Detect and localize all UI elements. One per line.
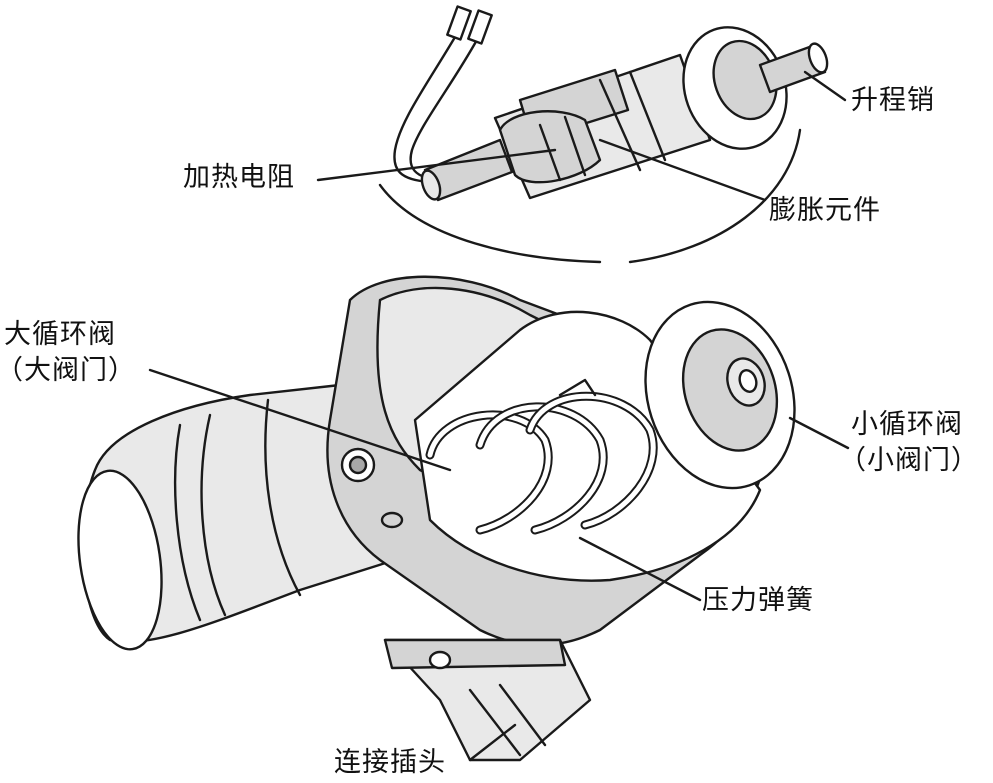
label-small-valve: 小循环阀 （小阀门） bbox=[839, 409, 979, 476]
label-expansion-element-text: 膨胀元件 bbox=[769, 195, 881, 226]
leader-expansion-element bbox=[598, 138, 767, 202]
label-lift-pin-text: 升程销 bbox=[851, 85, 935, 116]
leader-lift-pin bbox=[803, 70, 847, 102]
leader-lines bbox=[148, 70, 850, 762]
label-small-valve-line2: （小阀门） bbox=[839, 445, 979, 476]
label-small-valve-line1: 小循环阀 bbox=[851, 409, 963, 440]
label-large-valve-line2: （大阀门） bbox=[0, 355, 136, 386]
label-heating-resistor: 加热电阻 bbox=[183, 163, 295, 193]
label-pressure-spring: 压力弹簧 bbox=[702, 586, 814, 616]
label-lift-pin: 升程销 bbox=[851, 86, 935, 116]
pressure-spring bbox=[425, 378, 658, 535]
label-heating-resistor-text: 加热电阻 bbox=[183, 162, 295, 193]
leader-large-valve bbox=[148, 368, 452, 472]
leader-connector-plug bbox=[468, 723, 517, 762]
detail-expansion-assembly bbox=[378, 5, 829, 264]
small-valve-disc bbox=[644, 300, 796, 490]
connector-plug bbox=[383, 638, 592, 762]
label-large-valve-line1: 大循环阀 bbox=[4, 319, 116, 350]
label-pressure-spring-text: 压力弹簧 bbox=[702, 585, 814, 616]
leader-small-valve bbox=[788, 416, 850, 450]
label-expansion-element: 膨胀元件 bbox=[769, 196, 881, 226]
leader-pressure-spring bbox=[578, 536, 702, 602]
label-connector-plug: 连接插头 bbox=[334, 748, 446, 778]
label-connector-plug-text: 连接插头 bbox=[334, 747, 446, 778]
label-large-valve: 大循环阀 （大阀门） bbox=[0, 319, 136, 386]
leader-heating-resistor bbox=[316, 148, 557, 182]
heater-wires bbox=[393, 5, 493, 184]
